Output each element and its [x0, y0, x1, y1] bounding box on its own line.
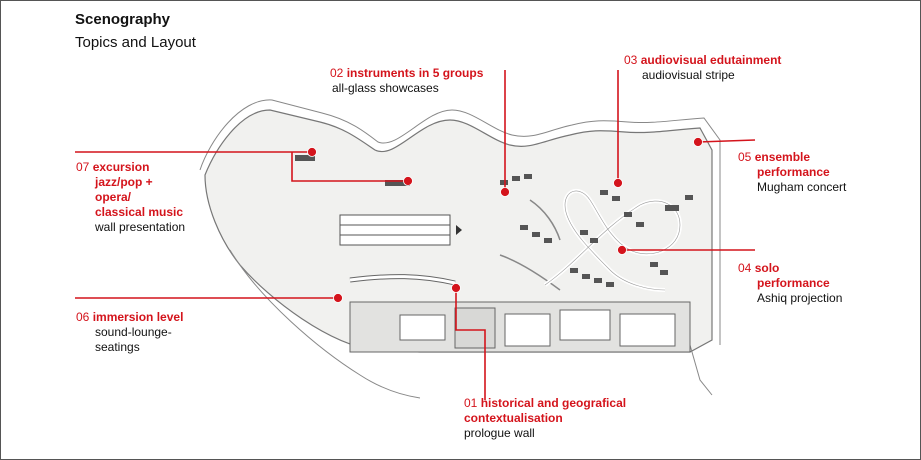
callout-heading: audiovisual edutainment: [640, 53, 782, 67]
diagram-subtitle: Topics and Layout: [75, 34, 196, 51]
callout-heading: solo: [754, 261, 780, 275]
callout-03: 03 audiovisual edutainment audiovisual s…: [624, 53, 781, 83]
callout-description: wall presentation: [95, 220, 186, 234]
callout-heading: performance: [757, 165, 830, 179]
callout-number: 04: [738, 261, 752, 275]
markers: [307, 137, 703, 303]
callout-01: 01 historical and geografical contextual…: [464, 396, 626, 441]
escalator: [339, 214, 451, 246]
callout-description: all-glass showcases: [332, 81, 439, 95]
callout-heading: immersion level: [92, 310, 184, 324]
callout-description: seatings: [95, 340, 140, 354]
callout-number: 05: [738, 150, 752, 164]
callout-description: Mugham concert: [757, 180, 847, 194]
callout-heading: classical music: [95, 205, 184, 219]
callout-description: prologue wall: [464, 426, 535, 440]
outer-wall: [199, 99, 721, 345]
callout-description: sound-lounge-: [95, 325, 172, 339]
callout-heading: jazz/pop +: [95, 175, 153, 189]
leader-lines: [75, 70, 756, 400]
diagram-title: Scenography: [75, 11, 171, 28]
callout-number: 06: [76, 310, 90, 324]
showcases: [295, 155, 693, 287]
lower-wall: [229, 249, 421, 399]
callout-description: Ashiq projection: [757, 291, 843, 305]
callout-heading: contextualisation: [464, 411, 563, 425]
callout-number: 01: [464, 396, 478, 410]
callout-06: 06 immersion level sound-lounge- seating…: [76, 310, 183, 355]
callout-heading: ensemble: [754, 150, 811, 164]
callout-description: audiovisual stripe: [642, 68, 735, 82]
callout-04: 04 solo performance Ashiq projection: [738, 261, 842, 306]
callout-heading: performance: [757, 276, 830, 290]
callout-05: 05 ensemble performance Mugham concert: [738, 150, 846, 195]
callout-number: 02: [330, 66, 344, 80]
callout-07: 07 excursion jazz/pop + opera/ classical…: [76, 160, 185, 235]
callout-heading: historical and geografical: [480, 396, 627, 410]
callout-number: 07: [76, 160, 90, 174]
callout-number: 03: [624, 53, 638, 67]
callout-heading: instruments in 5 groups: [346, 66, 484, 80]
callout-heading: opera/: [95, 190, 132, 204]
callout-heading: excursion: [92, 160, 150, 174]
right-edge: [689, 344, 713, 396]
callout-02: 02 instruments in 5 groups all-glass sho…: [330, 66, 483, 96]
